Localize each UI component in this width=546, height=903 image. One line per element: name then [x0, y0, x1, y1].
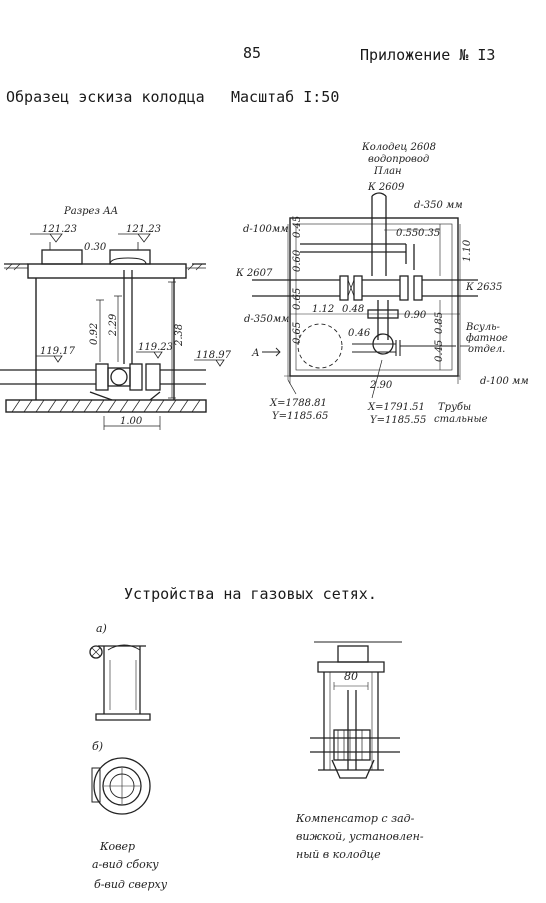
kover-caption-2: а-вид сбоку [92, 858, 159, 871]
section-dim-100: 1.00 [120, 416, 143, 427]
plan-dim-065: 0.65 [292, 288, 303, 310]
section-dim-030: 0.30 [84, 242, 107, 253]
plan-dim-090: 0.90 [404, 310, 427, 321]
plan-header-line3: План [373, 166, 402, 177]
gas-devices-title: Устройства на газовых сетях. [124, 585, 377, 603]
plan-dim-046: 0.46 [348, 328, 371, 339]
plan-k2609: К 2609 [367, 182, 405, 193]
fig-b-label: б) [92, 740, 103, 753]
plan-dim-045: 0.45 [292, 216, 303, 238]
plan-header-line1: Колодец 2608 [361, 142, 436, 153]
section-dim-092: 0.92 [89, 323, 100, 345]
plan-dim-085: 0.85 [434, 312, 445, 334]
plan-pipes-note-2: стальные [434, 414, 488, 425]
plan-dim-290: 2.90 [369, 380, 393, 391]
compensator-caption-3: ный в колодце [296, 848, 381, 861]
plan-note-3: отдел. [468, 344, 505, 355]
plan-dim-045b: 0.45 [434, 340, 445, 362]
plan-coord-left-y: Y=1185.65 [272, 411, 328, 422]
plan-dim-035: 0.35 [418, 228, 440, 239]
kover-caption-3: б-вид сверху [94, 878, 168, 891]
page-number: 85 [243, 44, 262, 62]
compensator-dim-80: 80 [344, 670, 358, 683]
plan-dim-055: 0.55 [396, 228, 418, 239]
compensator-caption-1: Компенсатор с зад- [295, 812, 415, 825]
plan-k2635: К 2635 [465, 282, 502, 293]
plan-coord-right-x: X=1791.51 [367, 402, 425, 413]
plan-arrow-a: А [251, 348, 260, 359]
plan-dim-110: 1.10 [462, 239, 473, 262]
appendix-label: Приложение № I3 [360, 46, 496, 64]
fig-a-label: а) [96, 622, 107, 635]
section-dim-238: 2.38 [174, 324, 185, 347]
plan-dim-048: 0.48 [342, 304, 364, 315]
section-level-2: 121.23 [126, 224, 161, 235]
plan-d350-left: d-350мм [244, 314, 289, 325]
plan-dim-060: 0.60 [292, 249, 303, 272]
section-level-1: 121.23 [42, 224, 77, 235]
compensator-caption-2: вижкой, установлен- [296, 830, 424, 843]
plan-coord-left-x: X=1788.81 [269, 398, 327, 409]
kover-caption-1: Ковер [99, 840, 135, 853]
plan-d350-top: d-350 мм [414, 200, 463, 211]
section-level-5: 118.97 [196, 350, 232, 361]
section-title: Разрез АА [63, 206, 118, 217]
plan-header-line2: водопровод [368, 154, 429, 165]
scale-label: Масштаб I:50 [231, 88, 340, 106]
plan-note-1: Всуль- [465, 322, 501, 333]
sketch-title: Образец эскиза колодца [6, 88, 205, 106]
plan-dim-065b: 0.65 [292, 322, 303, 344]
plan-k2607: К 2607 [235, 268, 273, 279]
plan-dim-112: 1.12 [312, 304, 334, 315]
section-dim-229: 2.29 [108, 313, 119, 337]
section-level-4: 119.23 [138, 342, 173, 353]
plan-note-2: фатное [466, 333, 508, 344]
plan-pipes-note-1: Трубы [438, 402, 471, 413]
plan-d100-right: d-100 мм [480, 376, 529, 387]
section-level-3: 119.17 [40, 346, 76, 357]
plan-d100-top: d-100мм [243, 224, 288, 235]
plan-coord-right-y: Y=1185.55 [370, 415, 426, 426]
